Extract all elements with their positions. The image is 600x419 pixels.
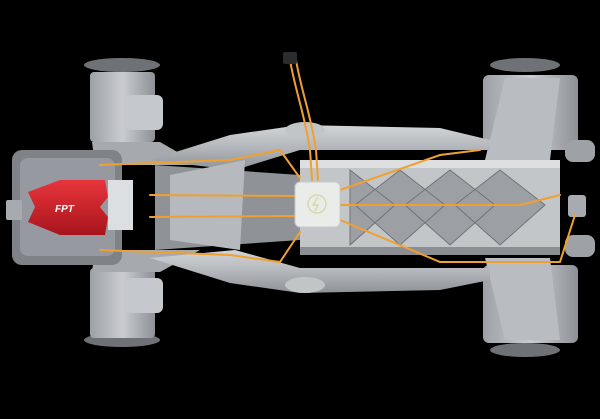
front-left-upright	[84, 58, 200, 165]
rear-motor	[6, 200, 22, 220]
central-control-unit	[294, 181, 341, 228]
lightning-icon	[307, 194, 327, 214]
front-motor	[568, 195, 586, 217]
lattice-frame	[300, 160, 560, 255]
pivot-boss	[285, 122, 325, 138]
fpt-logo: FPT	[55, 204, 75, 215]
wiring-harness	[99, 59, 576, 264]
rear-right-upright	[483, 235, 595, 357]
lower-arm	[150, 250, 490, 293]
pivot-boss	[285, 277, 325, 293]
engine: FPT	[12, 150, 133, 265]
connector-plug	[283, 52, 297, 64]
front-right-upright	[84, 250, 200, 347]
rear-left-upright	[483, 58, 595, 162]
engine-cover	[28, 180, 108, 235]
